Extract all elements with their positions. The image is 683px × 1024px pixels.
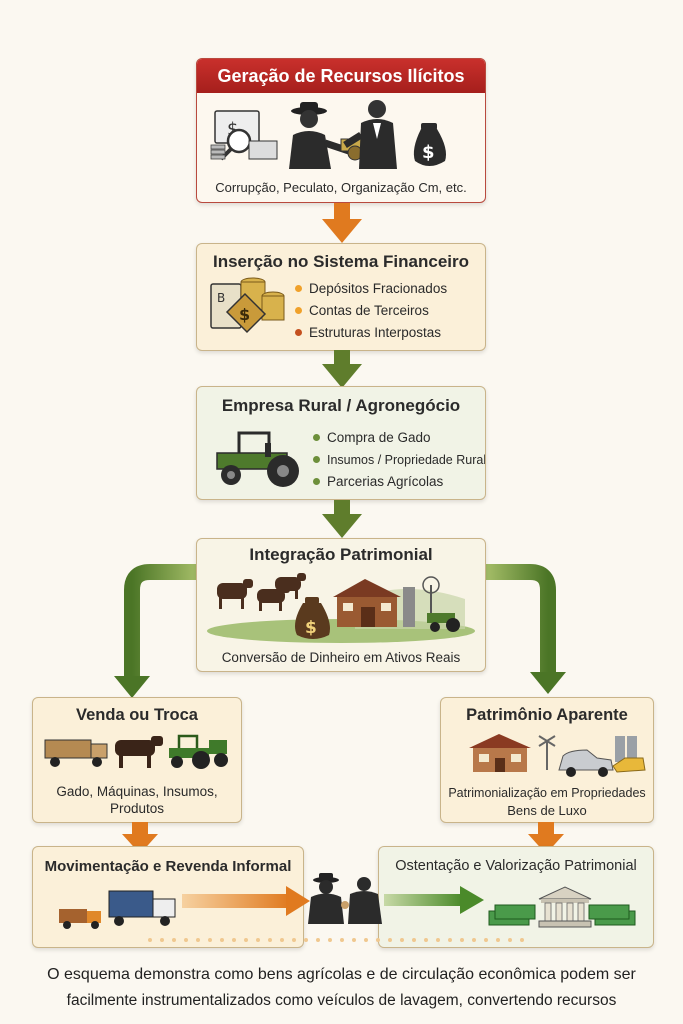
house-car-gold-icon [469,734,646,777]
patrimonio-caption-line1: Patrimonialização em Propriedades [448,786,646,800]
arrow-down-icon [528,822,564,854]
list-item: Insumos / Propriedade Rural [313,449,486,471]
list-item: Parcerias Agrícolas [313,471,485,493]
patrimonio-title: Patrimônio Aparente [466,706,628,724]
movimentacao-title: Movimentação e Revenda Informal [44,858,292,875]
list-item-label: Depósitos Fracionados [309,281,448,296]
empresa-list: Compra de Gado Insumos / Propriedade Rur… [313,427,486,493]
truck-cow-tractor-icon [44,734,228,769]
bullet-dot-icon [313,477,320,485]
bullet-dot-icon [295,306,302,314]
list-item: Depósitos Fracionados [295,278,447,300]
svg-text:$: $ [227,119,238,140]
list-item: Contas de Terceiros [295,300,447,322]
venda-caption-line2: Produtos [109,801,165,816]
geracao-caption: Corrupção, Peculato, Organização Cm, etc… [215,180,467,195]
integracao-caption: Conversão de Dinheiro em Ativos Reais [221,650,461,665]
box-empresa-rural: Empresa Rural / Agronegócio Compra de Ga… [196,386,486,500]
svg-text:$: $ [305,618,317,638]
footer-line-2: facilmente instrumentalizados como veícu… [66,992,617,1009]
coins-money-icon: B $ [210,277,285,334]
box-insercao-financeiro: Inserção no Sistema Financeiro B $ Depós… [196,243,486,351]
list-item-label: Compra de Gado [327,430,431,445]
arrow-down-icon [122,822,158,854]
bullet-dot-icon [295,328,302,336]
list-item-label: Estruturas Interpostas [309,325,442,340]
bank-money-icon [488,886,636,928]
box-geracao-recursos: Geração de Recursos Ilícitos $ $ Corrupç… [196,58,486,203]
box-venda-troca: Venda ou Troca Gado, Máquinas, Insumos, … [32,697,242,823]
list-item-label: Insumos / Propriedade Rural [327,453,486,467]
corruption-illustration-icon: $ $ [210,100,446,169]
svg-text:B: B [217,291,225,305]
integracao-title: Integração Patrimonial [249,545,433,564]
ostentacao-title: Ostentação e Valorização Patrimonial [395,858,637,874]
geracao-title: Geração de Recursos Ilícitos [197,59,485,93]
svg-text:$: $ [422,142,435,163]
tractor-icon [216,431,299,487]
empresa-title: Empresa Rural / Agronegócio [221,396,461,415]
box-patrimonio-aparente: Patrimônio Aparente Patrimonialização em… [440,697,654,823]
list-item: Compra de Gado [313,427,485,449]
bullet-dot-icon [295,284,302,292]
bullet-dot-icon [313,455,320,463]
insercao-list: Depósitos Fracionados Contas de Terceiro… [295,278,447,344]
arrow-down-icon [322,500,362,538]
list-item-label: Contas de Terceiros [309,303,429,318]
box-integracao-patrimonial: Integração Patrimonial $ Conversão d [196,538,486,672]
list-item-label: Parcerias Agrícolas [327,474,444,489]
bullet-dot-icon [313,433,320,441]
arrow-down-icon [322,350,362,388]
arrow-down-icon [322,203,362,243]
patrimonio-caption-line2: Bens de Luxo [507,803,587,818]
venda-caption-line1: Gado, Máquinas, Insumos, [56,784,218,799]
list-item: Estruturas Interpostas [295,322,447,344]
farm-scene-icon: $ [207,573,475,643]
svg-text:$: $ [239,305,250,324]
trucks-icon [59,890,176,929]
venda-title: Venda ou Troca [76,706,198,724]
footer-line-1: O esquema demonstra como bens agrícolas … [47,966,636,983]
insercao-title: Inserção no Sistema Financeiro [212,252,470,271]
